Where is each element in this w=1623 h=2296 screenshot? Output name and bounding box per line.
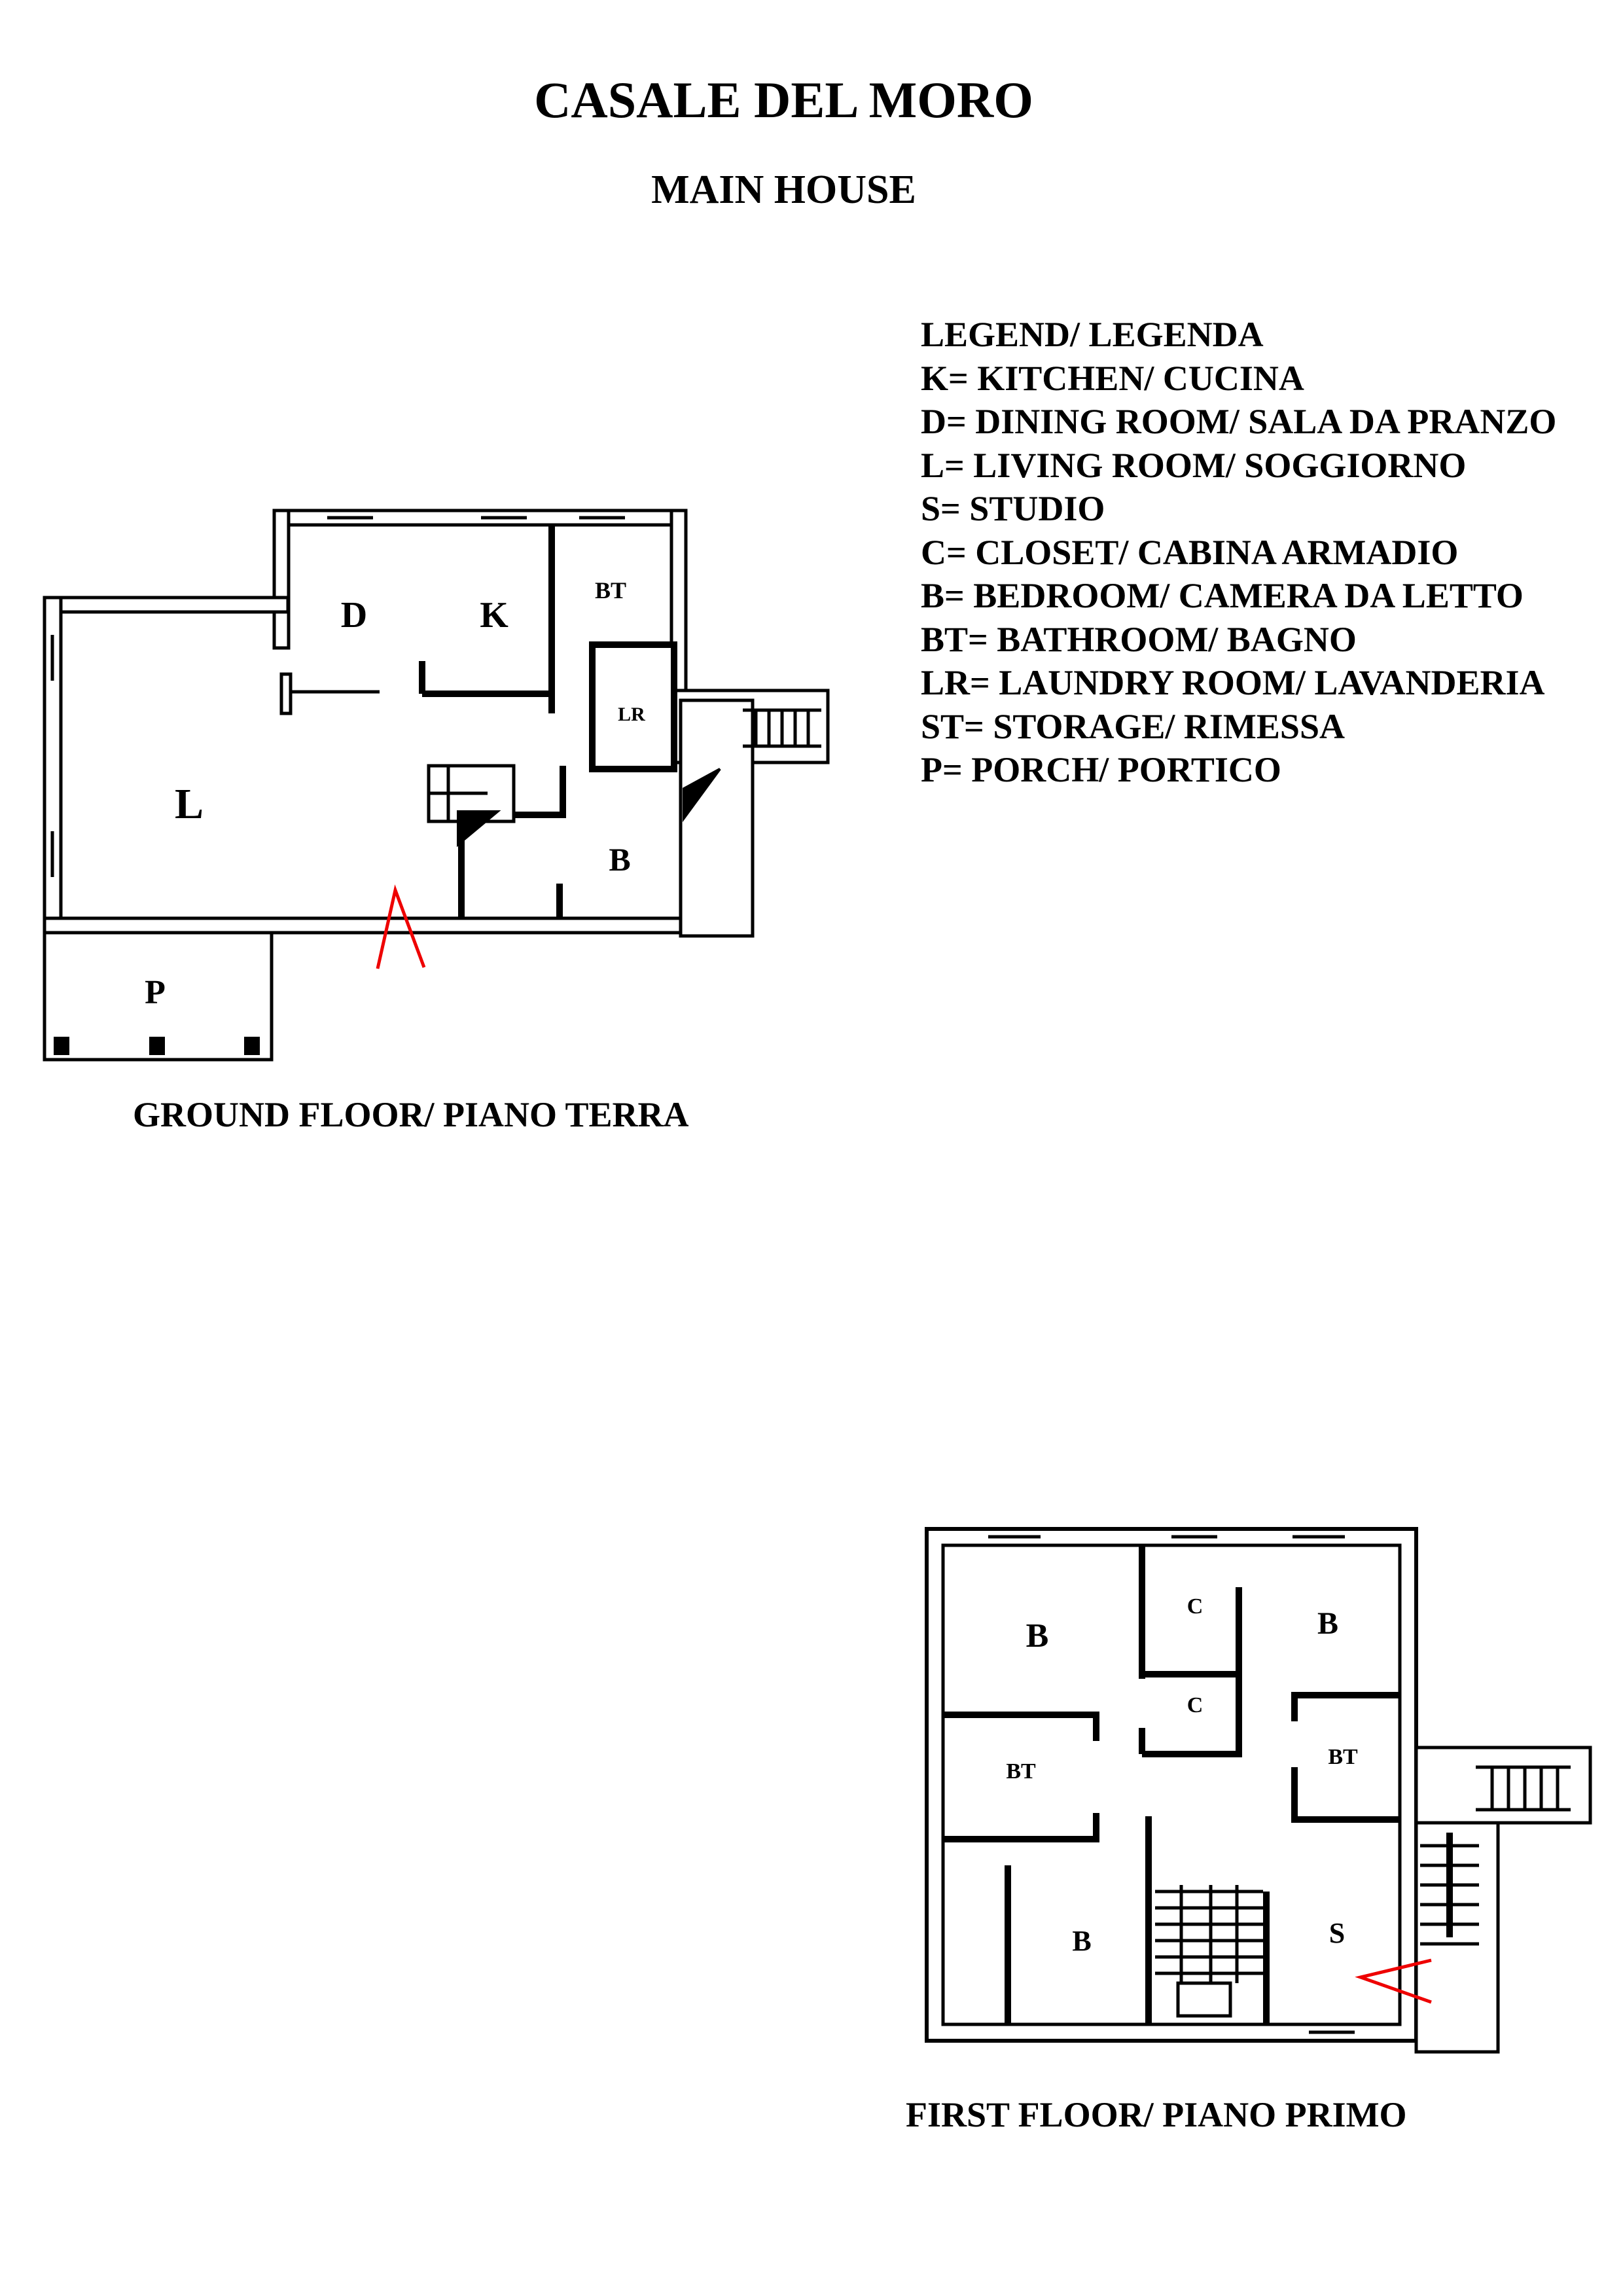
room-label-porch: P	[145, 974, 166, 1011]
room-label-bathroom: BT	[1328, 1745, 1358, 1769]
room-label-closet: C	[1187, 1693, 1204, 1717]
entrance-arrow-icon	[1355, 1958, 1432, 2004]
room-label-studio: S	[1329, 1917, 1345, 1949]
wall	[679, 698, 755, 938]
entrance-arrow-icon	[376, 884, 426, 969]
legend-item: S= STUDIO	[921, 489, 1105, 528]
wall	[43, 916, 688, 935]
document-title: CASALE DEL MORO	[534, 71, 1033, 128]
wall	[943, 1813, 1099, 1842]
document-subtitle: MAIN HOUSE	[651, 168, 916, 212]
legend-item: ST= STORAGE/ RIMESSA	[921, 706, 1345, 746]
legend-item: BT= BATHROOM/ BAGNO	[921, 619, 1357, 659]
room-label-bedroom: B	[1317, 1606, 1338, 1641]
porch-column	[149, 1037, 165, 1055]
wall	[1414, 1821, 1500, 2054]
room-label-living: L	[175, 780, 204, 828]
legend-item: B= BEDROOM/ CAMERA DA LETTO	[921, 576, 1524, 615]
first-floor-plan: B C B C BT BT B S	[925, 1527, 1592, 2054]
windows	[988, 1535, 1355, 2034]
legend-heading: LEGEND/ LEGENDA	[921, 315, 1264, 354]
room-label-closet: C	[1187, 1594, 1204, 1619]
legend-item: D= DINING ROOM/ SALA DA PRANZO	[921, 402, 1557, 441]
wall	[943, 1712, 1099, 1741]
wall	[1291, 1767, 1400, 1823]
wall	[272, 509, 291, 650]
legend-item: L= LIVING ROOM/ SOGGIORNO	[921, 445, 1467, 485]
exterior-stairs	[683, 708, 821, 823]
porch-column	[244, 1037, 260, 1055]
room-label-kitchen: K	[480, 595, 508, 636]
porch-column	[54, 1037, 69, 1055]
inner-wall	[941, 1543, 1402, 2026]
wall	[1291, 1692, 1400, 1721]
ground-floor-caption: GROUND FLOOR/ PIANO TERRA	[133, 1095, 689, 1134]
exterior-stairs	[1420, 1765, 1571, 1946]
legend-item: K= KITCHEN/ CUCINA	[921, 358, 1304, 398]
legend: LEGEND/ LEGENDA K= KITCHEN/ CUCINA D= DI…	[921, 313, 1556, 792]
first-floor-caption: FIRST FLOOR/ PIANO PRIMO	[906, 2095, 1407, 2134]
room-label-bathroom: BT	[595, 577, 626, 603]
room-label-bedroom: B	[1026, 1617, 1049, 1655]
room-label-dining: D	[341, 595, 367, 636]
interior-stairs	[427, 764, 516, 848]
wall	[279, 672, 293, 715]
laundry-room-walls	[589, 641, 677, 772]
room-label-bedroom: B	[1072, 1925, 1091, 1957]
legend-item: C= CLOSET/ CABINA ARMADIO	[921, 532, 1459, 572]
room-label-laundry: LR	[618, 704, 645, 725]
ground-floor-plan: D K BT LR L B P	[43, 509, 830, 1062]
legend-item: LR= LAUNDRY ROOM/ LAVANDERIA	[921, 663, 1545, 702]
interior-stairs	[1155, 1885, 1263, 2018]
wall	[43, 596, 290, 614]
room-label-bedroom: B	[609, 841, 630, 878]
legend-item: P= PORCH/ PORTICO	[921, 750, 1281, 789]
windows	[50, 516, 625, 877]
room-label-bathroom: BT	[1006, 1759, 1036, 1784]
wall	[1414, 1746, 1592, 1825]
